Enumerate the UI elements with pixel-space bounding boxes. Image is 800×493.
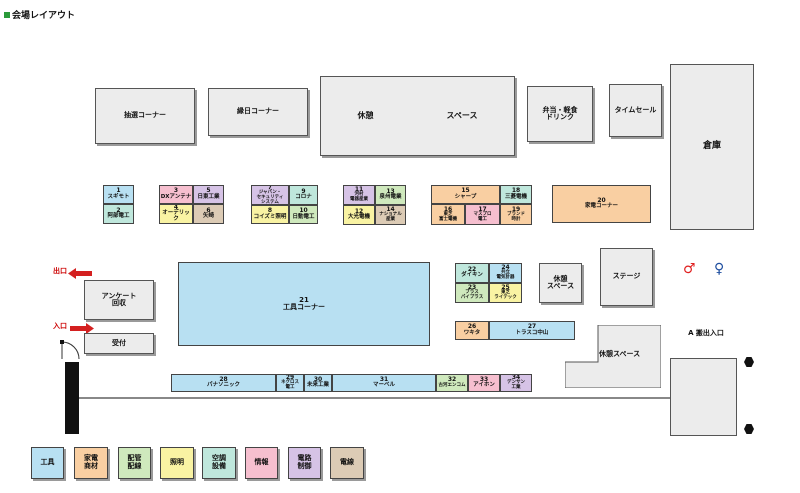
exit-label: 出口 <box>53 267 67 275</box>
entrance-wall <box>65 362 79 434</box>
bento-area: 弁当・軽食 ドリンク <box>527 86 593 142</box>
stage: ステージ <box>600 248 653 306</box>
entrance-label: 入口 <box>53 322 67 330</box>
legend-piping: 配管 配線 <box>118 447 151 479</box>
aisle-line <box>79 397 670 399</box>
rest-area-top: 休憩スペース <box>320 76 515 156</box>
male-restroom-icon: ♀ <box>714 261 725 277</box>
female-restroom-icon: ♂ <box>683 261 696 277</box>
title-marker-icon <box>4 11 10 18</box>
page-title: 会場レイアウト <box>4 8 75 21</box>
pillar-icon <box>744 357 754 367</box>
legend-home-appliances: 家電 商材 <box>74 447 108 479</box>
rest-area-lower: 休憩スペース <box>565 325 661 388</box>
door-icon <box>60 340 82 360</box>
legend-information: 情報 <box>245 447 278 479</box>
reception-desk: 受付 <box>84 333 154 354</box>
warehouse: 倉庫 <box>670 64 754 230</box>
loading-area <box>670 358 737 436</box>
entrance-arrow-icon <box>70 319 94 334</box>
pillar-icon <box>744 424 754 434</box>
legend-electric-wire: 電線 <box>330 447 364 479</box>
survey-box: アンケート 回収 <box>84 280 154 320</box>
legend-tools: 工具 <box>31 447 64 479</box>
legend-air-conditioning: 空調 設備 <box>202 447 236 479</box>
timesale-area: タイムセール <box>609 84 662 137</box>
lottery-corner: 抽選コーナー <box>95 88 195 144</box>
legend-lighting: 照明 <box>160 447 194 479</box>
ennichi-corner: 縁日コーナー <box>208 88 308 136</box>
exit-arrow-icon <box>68 264 92 279</box>
loading-dock-label: A 搬出入口 <box>688 329 724 338</box>
legend-circuit-control: 電路 制御 <box>288 447 321 479</box>
rest-area-middle: 休憩 スペース <box>539 263 582 303</box>
